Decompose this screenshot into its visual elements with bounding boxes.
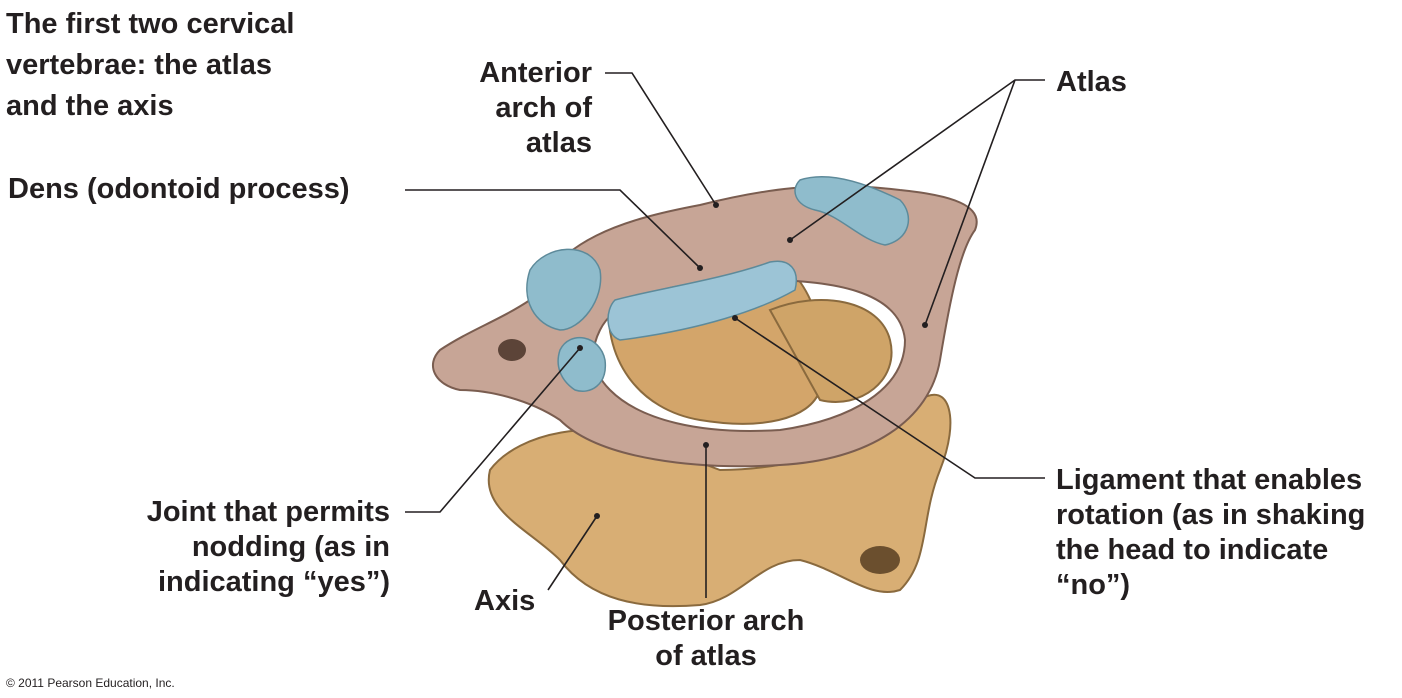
cartilage-left-upper [526,248,602,331]
label-line: Posterior arch [607,605,805,637]
label-line: rotation (as in shaking [1056,499,1366,531]
label-line: nodding (as in [191,531,390,563]
title-line: and the axis [6,90,174,122]
leader-lines [405,72,1045,598]
label-line: indicating “yes”) [157,566,390,598]
cartilage-left-lower [557,336,606,392]
label-line: of atlas [655,640,757,672]
label-ligament: Ligament that enables rotation (as in sh… [1056,463,1365,603]
title-line: vertebrae: the atlas [6,49,272,81]
label-dens: Dens (odontoid process) [8,173,350,205]
label-line: “no”) [1056,569,1131,601]
cartilage-right [794,176,910,246]
label-line: arch of [495,92,592,124]
label-joint: Joint that permits nodding (as in indica… [147,495,390,600]
label-atlas: Atlas [1056,66,1127,98]
label-line: Ligament that enables [1056,464,1363,496]
copyright: © 2011 Pearson Education, Inc. [6,676,175,690]
label-posterior-arch: Posterior arch of atlas [596,604,816,674]
label-anterior-arch: Anterior arch of atlas [479,56,592,161]
label-line: atlas [525,127,592,159]
label-line: the head to indicate [1056,534,1329,566]
diagram-title: The first two cervical vertebrae: the at… [6,4,295,127]
title-line: The first two cervical [6,8,295,40]
transverse-ligament [607,260,797,341]
label-line: Anterior [479,57,592,89]
label-line: Joint that permits [146,496,390,528]
label-axis: Axis [474,585,536,617]
